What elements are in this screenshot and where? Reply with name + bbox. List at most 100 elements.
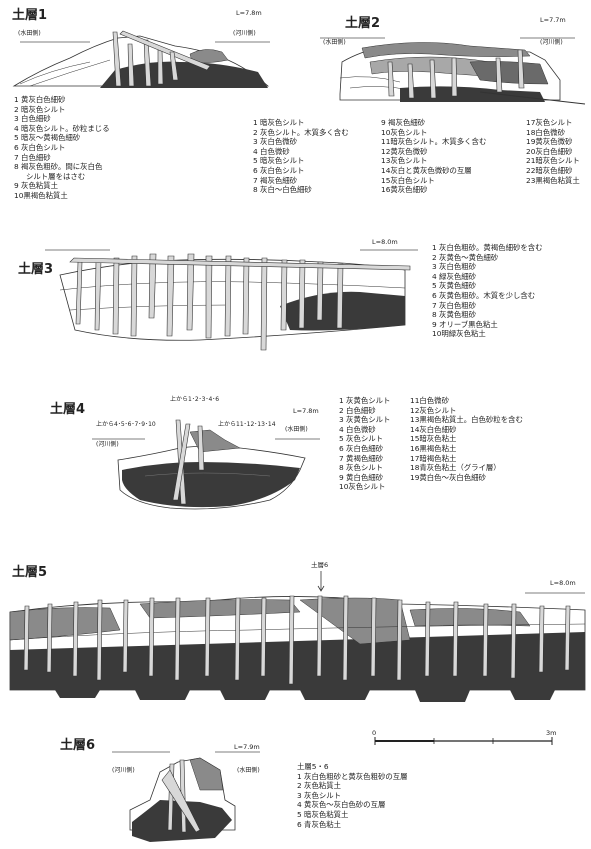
legend-item: 6 灰白色細砂 [339,443,384,453]
legend-item: 5 灰色シルト [339,434,384,444]
legend-item: 22暗灰色細砂 [526,165,573,175]
legend-item: 8 灰白～白色細砂 [253,185,312,195]
legend-item: 3 灰白色粗砂 [432,262,477,272]
legend-section-3: 1 灰白色粗砂。黄褐色細砂を含む 2 灰黄色～黄色細砂 3 灰白色粗砂 4 緑灰… [432,243,543,339]
legend-item: 12灰色シルト [410,405,457,415]
section-4-scale-label: L=7.8m [293,407,319,415]
section-6-scale-label: L=7.9m [234,743,260,751]
legend-item: 9 褐灰色細砂 [381,118,426,127]
section-2-scale-label: L=7.7m [540,16,566,24]
legend-item: 10灰色シルト [381,127,428,137]
section-4-title: 土層4 [50,402,86,417]
legend-item: 18青灰色粘土（グライ層） [410,463,501,473]
section-4-callout-c: 上から11･12･13･14 [218,421,276,428]
legend-item: 1 暗灰色シルト [253,118,305,127]
legend-item: 4 黄灰色～灰白色砂の互層 [297,800,386,810]
section-6-marker: 土層6 [311,561,329,569]
legend-section-2-col1: 1 暗灰色シルト 2 灰色シルト。木質多く含む 3 灰白色微砂 4 白色微砂 5… [253,118,349,195]
section-3-title: 土層3 [18,262,54,277]
legend-section-4-col1: 1 灰黄色シルト 2 白色細砂 3 灰黄色シルト 4 白色微砂 5 灰色シルト … [339,396,390,492]
legend-item: 2 暗灰色シルト [14,104,66,114]
legend-item: 9 黄白色細砂 [339,472,384,482]
section-2-right-side-label: (河川側) [540,39,563,46]
scale-bar-end: 3m [546,729,557,737]
legend-item: 19黄白色～灰白色細砂 [410,472,486,482]
legend-section-5-6: 土層5・6 1 灰白色粗砂と黄灰色粗砂の互層 2 灰色粘質土 3 灰色シルト 4… [297,762,408,829]
legend-item: 4 白色微砂 [339,424,376,434]
legend-item: 10明緑灰色粘土 [432,329,486,339]
section-3-drawing [45,249,418,351]
legend-item: 3 灰黄色シルト [339,415,391,425]
legend-item: 7 白色細砂 [14,152,51,162]
legend-item: 17暗褐色粘土 [410,453,457,463]
legend-item: 5 暗灰色粘質土 [297,809,349,819]
scale-bar [374,737,553,745]
legend-item: 2 白色細砂 [339,405,376,415]
legend-item: 14灰白と黄灰色微砂の互層 [381,165,472,175]
legend-item: 8 褐灰色粗砂。間に灰白色 [14,162,103,172]
section-4-callout-a: 上から1･2･3･4･6 [170,396,220,403]
legend-heading: 土層5・6 [297,762,329,771]
legend-item: 2 灰黄色～黄色細砂 [432,252,499,262]
section-5-drawing [9,571,586,702]
section-5-scale-label: L=8.0m [550,579,576,587]
legend-item: 14灰白色細砂 [410,424,457,434]
legend-section-2-col2: 9 褐灰色細砂 10灰色シルト 11暗灰色シルト。木質多く含む 12黄灰色微砂 … [381,118,486,195]
section-2-drawing [320,37,586,105]
legend-item: 8 灰色シルト [339,463,384,473]
section-3-scale-label: L=8.0m [372,238,398,246]
legend-item: 1 灰黄色シルト [339,396,391,405]
section-5-title: 土層5 [12,565,48,580]
legend-item: 1 灰白色粗砂。黄褐色細砂を含む [432,243,543,252]
section-4-drawing [92,419,320,510]
legend-item: 12黄灰色微砂 [381,146,428,156]
legend-item: 4 白色微砂 [253,146,290,156]
section-1-left-side-label: (水田側) [18,30,41,37]
legend-item: 13灰色シルト [381,156,428,166]
legend-item: 7 黄褐色細砂 [339,453,384,463]
legend-item: 2 灰色シルト。木質多く含む [253,127,349,137]
legend-item: 5 暗灰色シルト [253,156,305,166]
legend-item: 8 灰黄色粗砂 [432,310,477,320]
section-1-scale-label: L=7.8m [236,9,262,17]
legend-item: 15暗灰色粘土 [410,434,457,444]
legend-item: 5 灰黄色細砂 [432,281,477,291]
legend-item: 1 灰白色粗砂と黄灰色粗砂の互層 [297,771,408,781]
legend-item: 7 灰白色粗砂 [432,300,477,310]
legend-item: 4 暗灰色シルト。砂粒まじる [14,123,110,133]
section-4-left-side-label: (河川側) [96,441,119,448]
legend-item: 11暗灰色シルト。木質多く含む [381,137,487,147]
section-6-drawing [112,751,260,842]
legend-section-4-col2: 11白色微砂 12灰色シルト 13黒褐色粘質土。白色砂粒を含む 14灰白色細砂 … [410,396,523,482]
legend-item: 13黒褐色粘質土。白色砂粒を含む [410,415,523,425]
legend-item: 21暗灰色シルト [526,156,580,166]
legend-item: 3 白色細砂 [14,114,51,124]
section-1-right-side-label: (河川側) [233,30,256,37]
legend-item: 1 黄灰白色細砂 [14,95,66,104]
legend-item: 5 暗灰～黄褐色細砂 [14,133,81,143]
section-6-left-side-label: (河川側) [112,767,135,774]
section-6-title: 土層6 [60,738,96,753]
legend-item: 20灰白色細砂 [526,146,573,156]
legend-section-1: 1 黄灰白色細砂 2 暗灰色シルト 3 白色細砂 4 暗灰色シルト。砂粒まじる … [14,95,110,201]
scale-bar-start: 0 [372,729,377,737]
section-4-right-side-label: (水田側) [285,426,308,433]
legend-item: 23黒褐色粘質土 [526,175,580,185]
section-6-right-side-label: (水田側) [237,767,260,774]
legend-item: 18白色微砂 [526,127,565,137]
legend-item: 17灰色シルト [526,118,573,127]
section-4-callout-b: 上から4･5･6･7･9･10 [96,421,156,428]
legend-item: シルト層をはさむ [26,171,86,181]
legend-item: 3 灰色シルト [297,790,342,800]
legend-item: 6 灰白色シルト [253,165,305,175]
legend-item: 16黄灰色細砂 [381,185,428,195]
legend-section-2-col3: 17灰色シルト 18白色微砂 19黄灰色微砂 20灰白色細砂 21暗灰色シルト … [526,118,580,185]
legend-item: 6 灰白色シルト [14,142,66,152]
legend-item: 9 灰色粘質土 [14,181,59,191]
section-1-title: 土層1 [12,8,48,23]
legend-item: 15灰白色シルト [381,175,435,185]
legend-item: 6 灰黄色粗砂。木質を少し含む [432,290,536,300]
section-2-title: 土層2 [345,16,381,31]
legend-item: 4 緑灰色細砂 [432,271,477,281]
